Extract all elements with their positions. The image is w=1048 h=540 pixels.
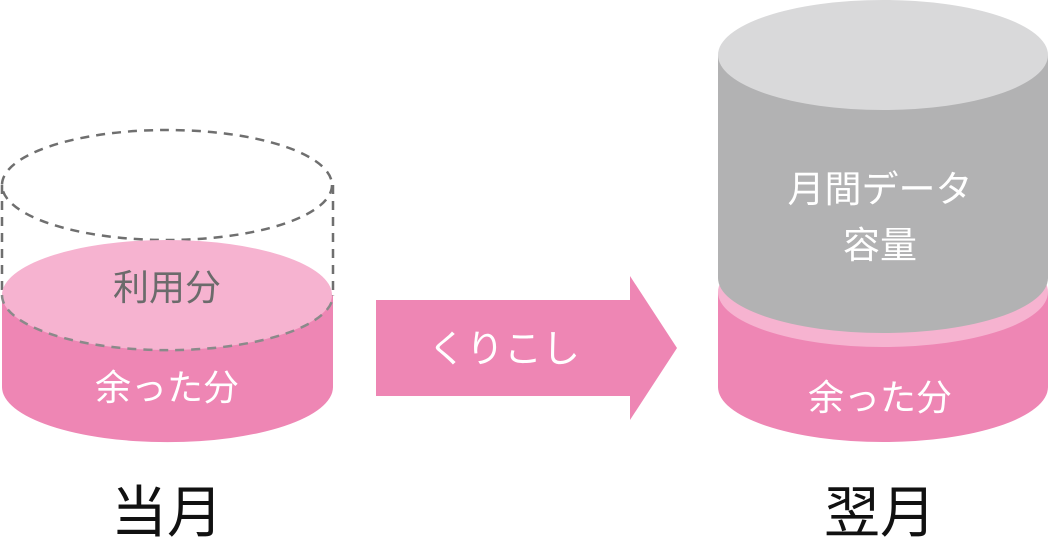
capacity-top-ellipse xyxy=(718,0,1048,110)
capacity-body xyxy=(718,55,1048,333)
used-ellipse-dashed-front xyxy=(0,294,335,352)
arrow-label: くりこし xyxy=(428,327,580,371)
arrow-shape xyxy=(376,276,677,420)
current-month-caption: 当月 xyxy=(111,481,223,540)
remaining-label: 余った分 xyxy=(95,368,239,409)
used-label: 利用分 xyxy=(113,268,221,309)
remaining-label: 余った分 xyxy=(808,378,952,419)
capacity-label-line1: 月間データ xyxy=(788,168,973,211)
next-month-caption: 翌月 xyxy=(824,481,936,540)
capacity-label-line2: 容量 xyxy=(843,224,917,267)
empty-capacity-top-ellipse xyxy=(0,128,334,242)
carryover-arrow: くりこし xyxy=(376,276,677,420)
empty-capacity-outline xyxy=(0,185,335,295)
next-month-cylinder: 月間データ 容量 余った分 xyxy=(718,0,1048,442)
used-top-ellipse xyxy=(2,240,332,350)
current-month-cylinder: 利用分 余った分 xyxy=(0,128,335,443)
